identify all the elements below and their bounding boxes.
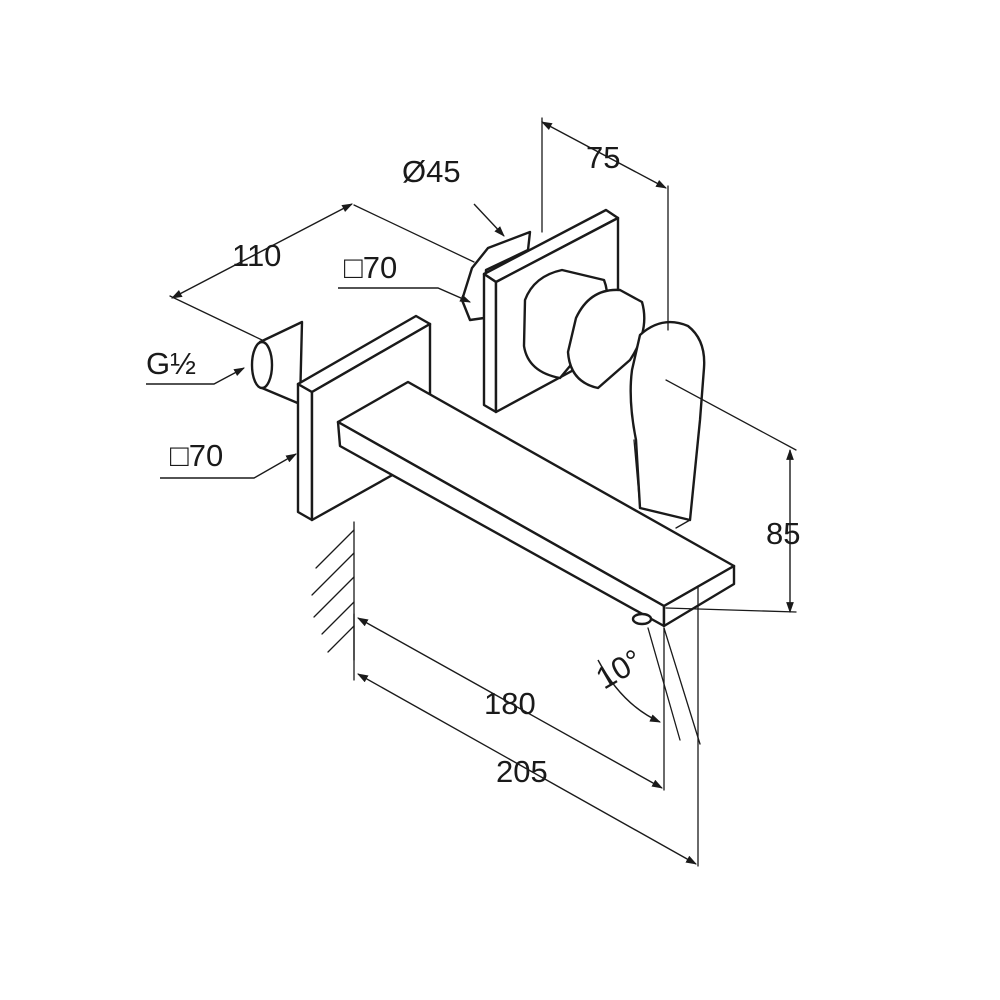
- spout-assembly: [250, 314, 736, 628]
- label-spout-length: 180: [484, 686, 536, 721]
- label-lever-diameter: Ø45: [402, 154, 461, 189]
- wall-hatch: [311, 521, 355, 661]
- dim-line-75: [541, 121, 667, 189]
- lever-assembly: [460, 208, 706, 529]
- dimension-lines: [146, 121, 794, 865]
- label-connection-thread: G½: [146, 346, 196, 381]
- label-spout-plate-depth: 110: [232, 238, 281, 273]
- spout-plate-edge: [296, 382, 314, 522]
- label-lever-plate-depth: 75: [586, 140, 620, 175]
- spout-outlet: [631, 612, 653, 626]
- lever-plate-edge: [482, 272, 498, 414]
- label-angle: 10°: [590, 642, 648, 696]
- connection-pipe-end: [250, 340, 274, 390]
- dim-line-110: [171, 203, 353, 299]
- dim-line-205: [357, 673, 697, 865]
- label-spout-height: 85: [766, 516, 800, 551]
- spout-end: [662, 564, 736, 628]
- label-spout-plate-size: □70: [170, 438, 223, 473]
- lever-handle: [629, 320, 706, 522]
- lever-hub: [460, 230, 532, 322]
- label-lever-plate-size: □70: [344, 250, 397, 285]
- label-overall-length: 205: [496, 754, 548, 789]
- dim-arc-10deg: [597, 659, 662, 723]
